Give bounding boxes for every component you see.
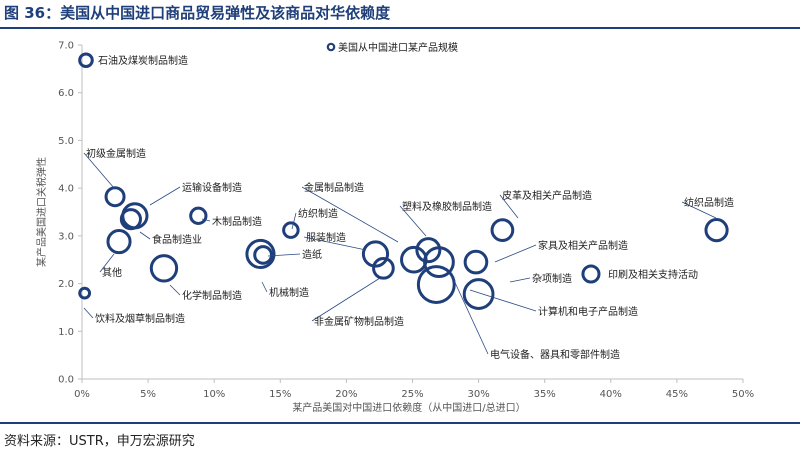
legend-marker (326, 42, 336, 52)
bubble (119, 208, 142, 231)
leader-line (311, 277, 381, 322)
bubble (282, 221, 300, 239)
figure-title: 图 36：美国从中国进口商品贸易弹性及该商品对华依赖度 (4, 4, 391, 22)
bubble-layer (78, 52, 729, 310)
leader-line (261, 281, 268, 293)
bubble-label: 印刷及相关支持活动 (608, 268, 698, 281)
bubble (400, 245, 428, 274)
bubble-labels: 石油及煤炭制品制造初级金属制造运输设备制造食品制造业其他化学制品制造饮料及烟草制… (86, 54, 734, 361)
y-tick-label: 4.0 (58, 184, 74, 195)
leader-line (83, 152, 115, 189)
bubble (104, 186, 126, 208)
chart-axes: 0.0 1.0 2.0 3.0 4.0 5.0 6.0 7.0 0% 5% 10% 15% 20% 25%… (35, 41, 754, 415)
x-tick-label: 45% (666, 389, 688, 400)
leader-line (303, 236, 367, 251)
bubble-label: 纺织制造 (298, 207, 338, 220)
bubble-label: 纺织品制造 (684, 196, 734, 209)
bubble (416, 265, 456, 304)
y-tick-label: 5.0 (58, 136, 74, 147)
title-rule (0, 27, 800, 29)
leader-line (301, 186, 399, 243)
bubble-label: 金属制品制造 (304, 181, 364, 194)
bubble-label: 食品制造业 (152, 233, 202, 246)
y-tick-label: 6.0 (58, 88, 74, 99)
bubble (245, 238, 276, 270)
x-tick-label: 5% (140, 389, 156, 400)
leader-line (83, 307, 94, 319)
bubble-label: 电气设备、器具和零部件制造 (490, 348, 620, 361)
bubble (463, 249, 489, 275)
y-tick-label: 7.0 (58, 41, 74, 52)
bubble-label: 杂项制造 (532, 272, 572, 285)
leader-line (451, 275, 489, 355)
bubble (253, 245, 273, 265)
bubble-label: 机械制造 (269, 286, 309, 299)
figure-source: 资料来源：USTR，申万宏源研究 (4, 434, 195, 449)
leader-line (494, 244, 537, 263)
leader-line (681, 201, 717, 219)
leader-line (499, 194, 519, 219)
leader-line (149, 186, 181, 206)
bubble-label: 其他 (102, 266, 122, 279)
bubble-label: 服装制造 (306, 231, 346, 244)
x-tick-label: 15% (269, 389, 291, 400)
leader-line (469, 289, 537, 312)
source-rule (0, 422, 800, 424)
bubble (372, 256, 395, 280)
bubble-label: 石油及煤炭制品制造 (98, 54, 188, 67)
bubble-label: 塑料及橡胶制品制造 (402, 200, 492, 213)
leader-line (399, 205, 427, 237)
leader-line (201, 218, 211, 222)
leader-line (99, 253, 115, 273)
x-axis-title: 某产品美国对中国进口依赖度（从中国进口/总进口） (292, 401, 525, 414)
bubble-label: 化学制品制造 (182, 289, 242, 302)
x-tick-label: 25% (401, 389, 423, 400)
bubble-label: 家具及相关产品制造 (538, 239, 628, 252)
legend-label: 美国从中国进口某产品规模 (338, 41, 458, 54)
bubble-label: 运输设备制造 (182, 181, 242, 194)
bubble-label: 木制品制造 (212, 215, 262, 228)
leader-line (291, 212, 297, 230)
bubble (490, 218, 515, 242)
x-tick-label: 40% (600, 389, 622, 400)
y-tick-label: 3.0 (58, 231, 74, 242)
leader-lines (83, 152, 717, 355)
bubble (462, 278, 495, 310)
bubble (78, 52, 94, 69)
bubble (149, 254, 179, 283)
chart-legend: 美国从中国进口某产品规模 (326, 41, 458, 54)
leader-line (139, 231, 151, 240)
x-tick-label: 20% (335, 389, 357, 400)
bubble (704, 218, 729, 243)
leader-line (509, 277, 531, 283)
y-tick-label: 1.0 (58, 327, 74, 338)
bubble (415, 237, 442, 264)
leader-line (267, 253, 301, 257)
x-tick-label: 10% (203, 389, 225, 400)
bubble-label: 非金属矿物制品制造 (314, 315, 404, 328)
y-tick-label: 2.0 (58, 279, 74, 290)
bubble-label: 皮革及相关产品制造 (502, 189, 592, 202)
x-tick-label: 30% (467, 389, 489, 400)
bubble-label: 造纸 (302, 248, 322, 261)
bubble (106, 229, 132, 255)
y-axis-title: 某产品美国进口关税弹性 (35, 157, 48, 267)
x-tick-label: 35% (534, 389, 556, 400)
bubble (189, 206, 208, 225)
bubble-label: 计算机和电子产品制造 (538, 305, 638, 318)
bubble (361, 240, 390, 268)
x-tick-label: 0% (74, 389, 90, 400)
bubble (78, 286, 92, 300)
leader-line (169, 284, 181, 296)
bubble (121, 202, 149, 230)
bubble-label: 初级金属制造 (86, 147, 146, 160)
y-tick-label: 0.0 (58, 375, 74, 386)
bubble-label: 饮料及烟草制品制造 (95, 312, 185, 325)
bubble (581, 264, 601, 284)
x-tick-label: 50% (732, 389, 754, 400)
